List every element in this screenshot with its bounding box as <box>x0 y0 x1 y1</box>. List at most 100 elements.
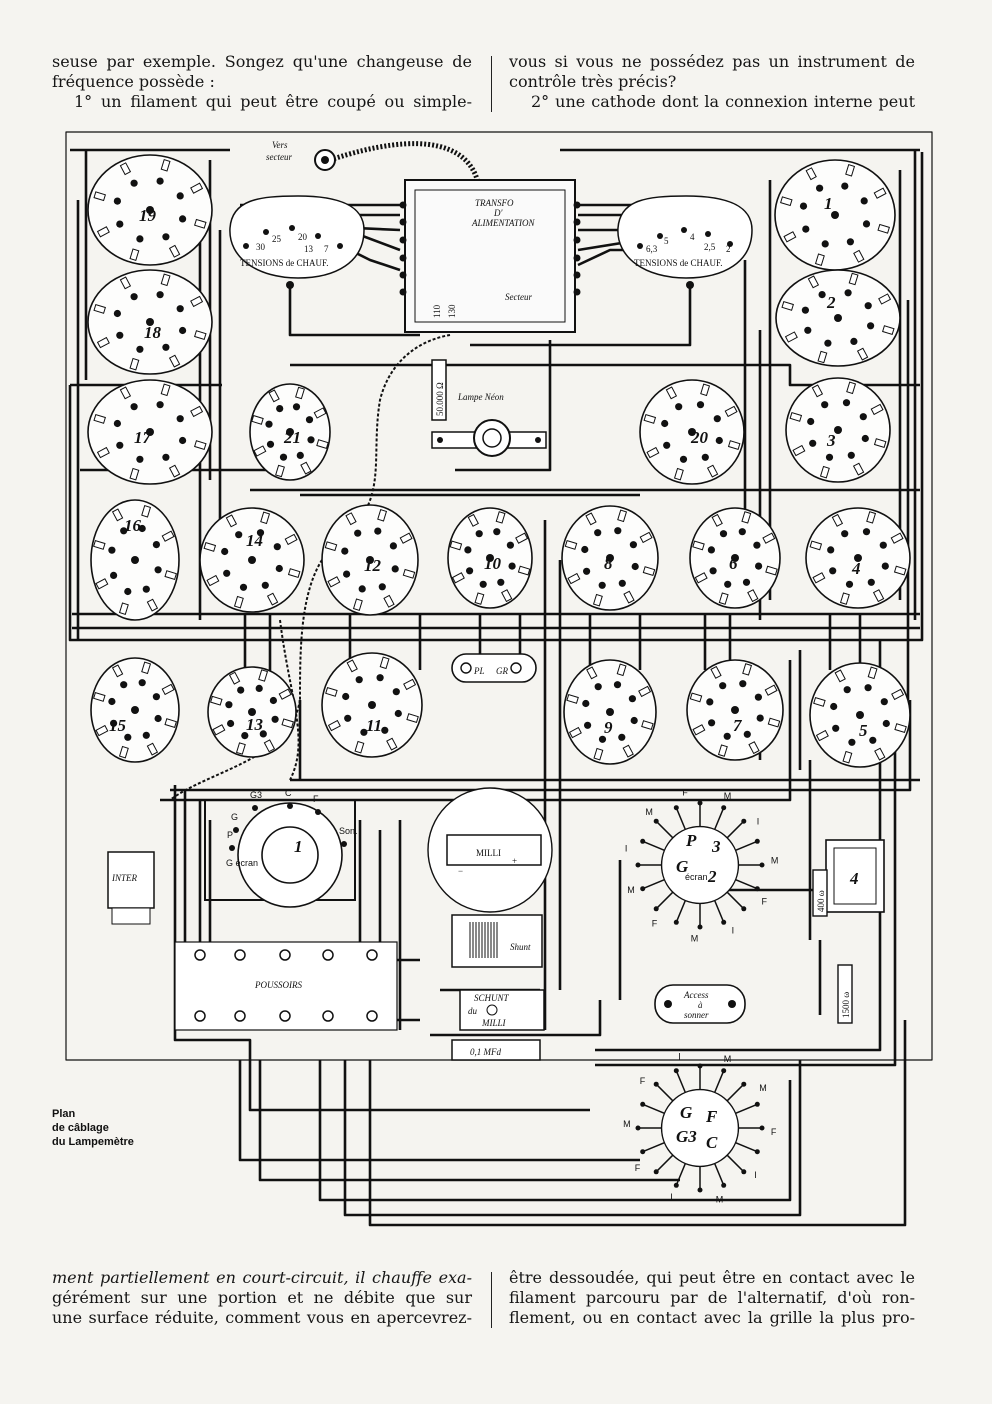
tube-socket: 20 <box>639 379 745 485</box>
poussoirs-block: POUSSOIRS <box>174 941 398 1031</box>
switch-label: 3 <box>711 837 721 856</box>
transfo-label: TRANSFO <box>475 198 514 208</box>
socket-number: 7 <box>733 716 743 735</box>
socket-number: 16 <box>124 516 142 535</box>
switch-pin-label: F <box>652 919 658 929</box>
switch-pin-label: M <box>724 1054 732 1064</box>
text-line: être dessoudée, qui peut être en contact… <box>509 1268 915 1287</box>
milliammeter: MILLI−+ <box>427 787 553 913</box>
tube-socket: 2 <box>775 269 901 367</box>
text-line: seuse par exemple. Songez qu'une changeu… <box>52 52 472 71</box>
tensions-label: TENSIONS de CHAUF. <box>240 258 329 268</box>
heater-selector-left: 30 25 20 13 7 TENSIONS de CHAUF. <box>229 195 365 289</box>
switch-label: G écran <box>226 858 258 868</box>
schunt-label: MILLI <box>481 1018 507 1028</box>
switch-pin-label: F <box>313 794 319 804</box>
tap-label: 6,3 <box>646 244 658 254</box>
tube-socket: 17 <box>87 379 213 485</box>
resistor-50000: 50.000 Ω <box>431 359 447 421</box>
caption-line: de câblage <box>52 1122 109 1134</box>
block-number: 4 <box>849 869 859 888</box>
switch-pin-label: G3 <box>250 790 262 800</box>
resistor-400: 400 ω <box>812 869 828 917</box>
switch-pin-label: I <box>732 925 735 935</box>
pl-gr-terminal: PL GR <box>451 653 537 683</box>
switch-pin-label: M <box>645 807 653 817</box>
switch-pin-label: F <box>771 1127 777 1137</box>
switch-pin-label: M <box>724 791 732 801</box>
socket-number: 20 <box>690 428 709 447</box>
tap-label: 5 <box>664 236 669 246</box>
switch-pin-label: F <box>640 1076 646 1086</box>
tube-socket: 12 <box>321 504 419 616</box>
switch-label: F <box>705 1107 718 1126</box>
shunt-label: Shunt <box>510 942 531 952</box>
column-rule-bottom <box>491 1272 492 1328</box>
tensions-label: TENSIONS de CHAUF. <box>634 258 723 268</box>
shunt: Shunt <box>451 914 543 968</box>
svg-text:50.000 Ω: 50.000 Ω <box>435 382 445 416</box>
tap-label: 4 <box>690 232 695 242</box>
lampe-neon-label: Lampe Néon <box>457 392 504 402</box>
switch-label: P <box>685 831 697 850</box>
tap-label: 13 <box>304 244 314 254</box>
switch-pin-label: M <box>771 856 779 866</box>
pl-label: PL <box>473 666 485 676</box>
socket-number: 18 <box>144 323 162 342</box>
socket-number: 11 <box>366 716 382 735</box>
access-label: Access <box>683 990 709 1000</box>
tap-label: 2,5 <box>704 242 716 252</box>
milli-plus-label: + <box>512 856 517 866</box>
text-bottom-left: ment partiellement en court-circuit, il … <box>52 1268 472 1328</box>
resistor-label: 1500 ω <box>841 992 851 1018</box>
tube-socket: 15 <box>90 657 180 763</box>
socket-number: 9 <box>604 718 613 737</box>
socket-number: 4 <box>851 559 861 578</box>
text-top-right: vous si vous ne possédez pas un instrume… <box>509 52 915 112</box>
schunt-label: SCHUNT <box>474 993 510 1003</box>
switch-label: G <box>680 1103 693 1122</box>
tube-socket: 19 <box>87 154 213 266</box>
socket-number: 5 <box>859 721 868 740</box>
socket-number: 21 <box>283 428 301 447</box>
switch-pin-label: Son. <box>339 826 358 836</box>
switch-pin-label: G <box>231 812 238 822</box>
switch-pin-label: I <box>757 817 760 827</box>
socket-number: 2 <box>826 293 836 312</box>
switch-label: écran <box>685 872 708 882</box>
resistor-1500: 1500 ω <box>837 964 853 1024</box>
switch-label: G <box>676 857 689 876</box>
resistor-label: 400 ω <box>816 890 826 912</box>
tap-label: 7 <box>324 244 329 254</box>
tube-socket: 18 <box>87 269 213 375</box>
capacitor: 0,1 MFd <box>451 1039 541 1061</box>
tap-label: 25 <box>272 234 282 244</box>
switch-pin-label: M <box>627 885 635 895</box>
socket-number: 8 <box>604 554 613 573</box>
figure-caption: Plan de câblage du Lampemètre <box>52 1107 134 1149</box>
transformer: TRANSFO D' ALIMENTATION Secteur 110 130 <box>404 179 576 333</box>
socket-number: 13 <box>246 715 264 734</box>
text-line: 1° un filament qui peut être coupé ou si… <box>74 92 472 111</box>
tube-socket: 6 <box>689 507 781 609</box>
access-label: à <box>698 1000 703 1010</box>
tube-socket: 1 <box>774 159 896 271</box>
transfo-label: D' <box>493 208 503 218</box>
socket-number: 14 <box>246 531 263 550</box>
switch-pin-label: I <box>670 1192 673 1202</box>
tap-label: 20 <box>298 232 308 242</box>
gr-label: GR <box>496 666 508 676</box>
text-line: une surface réduite, comment vous en ape… <box>52 1308 472 1327</box>
switch-number: 1 <box>294 837 303 856</box>
capacitor-label: 0,1 MFd <box>470 1047 501 1057</box>
transfo-label: ALIMENTATION <box>471 218 536 228</box>
text-bottom-right: être dessoudée, qui peut être en contact… <box>509 1268 915 1328</box>
switch-pin-label: F <box>682 788 688 798</box>
socket-number: 6 <box>729 554 738 573</box>
switch-label: C <box>706 1133 718 1152</box>
switch-pin-label: M <box>623 1119 631 1129</box>
